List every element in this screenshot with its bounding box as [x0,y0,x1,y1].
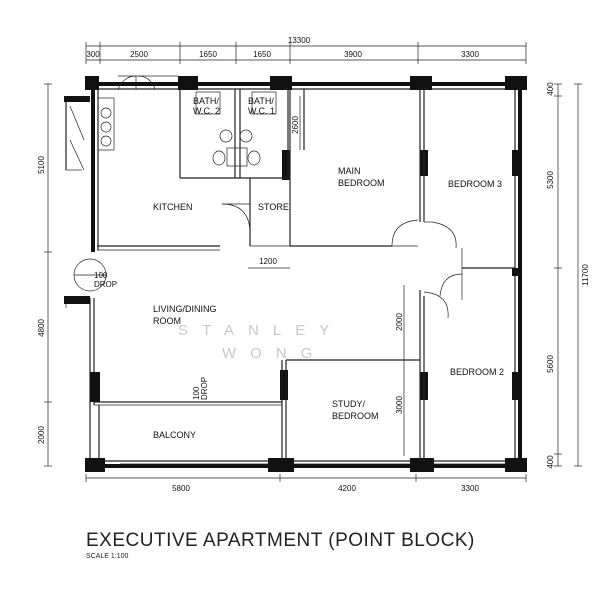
watermark-line2: WONG [222,345,326,362]
plan-scale: SCALE 1:100 [86,553,129,560]
dim-study-upper: 2000 [395,313,404,331]
drop-balcony-label: DROP [200,377,209,400]
dim-right-total: 11700 [581,264,590,286]
drop-left-value: 100 [94,271,108,280]
structural-columns [64,76,527,472]
dim-top-5: 3900 [344,50,362,59]
plan-title: EXECUTIVE APARTMENT (POINT BLOCK) [86,530,475,551]
dim-bottom-2: 4200 [338,484,356,493]
dim-right-2: 5300 [546,171,555,189]
dim-bottom-1: 5800 [172,484,190,493]
dim-store-opening: 1200 [259,257,277,266]
room-balcony: BALCONY [153,430,196,440]
dim-top-6: 3300 [461,50,479,59]
dim-left-1: 5100 [37,156,46,174]
dim-top-4: 1650 [253,50,271,59]
dim-right-1: 400 [546,82,555,96]
dim-top-total: 13300 [288,36,311,45]
room-store: STORE [258,202,289,212]
dim-top-2: 2500 [130,50,148,59]
dim-bottom-3: 3300 [461,484,479,493]
room-bedroom3: BEDROOM 3 [448,179,502,189]
dim-top-1: 300 [86,50,100,59]
room-study-line2: BEDROOM [332,411,379,421]
room-kitchen: KITCHEN [153,202,193,212]
watermark-line1: STANLEY [178,322,343,339]
room-study-line1: STUDY/ [332,399,366,409]
room-bath2-line1: BATH/ [193,96,219,106]
room-bath1-line1: BATH/ [248,96,274,106]
room-main-bedroom-line1: MAIN [338,166,361,176]
dim-study-lower: 3000 [395,396,404,414]
room-bath1-line2: W.C. 1 [248,106,275,116]
dim-right-4: 400 [546,455,555,469]
dim-left-2: 4800 [37,319,46,337]
room-main-bedroom-line2: BEDROOM [338,178,385,188]
interior-walls [65,75,515,465]
room-living-line1: LIVING/DINING [153,304,217,314]
dim-right-3: 5600 [546,355,555,373]
dimension-lines [44,42,582,482]
dim-main-bed-wall: 2600 [291,116,300,134]
room-living-line2: ROOM [153,316,181,326]
room-bath2-line2: W.C. 2 [193,106,220,116]
drop-balcony-value: 100 [192,386,201,400]
dim-left-3: 2000 [37,426,46,444]
drop-left-label: DROP [94,280,117,289]
room-bedroom2: BEDROOM 2 [450,367,504,377]
dim-top-3: 1650 [199,50,217,59]
